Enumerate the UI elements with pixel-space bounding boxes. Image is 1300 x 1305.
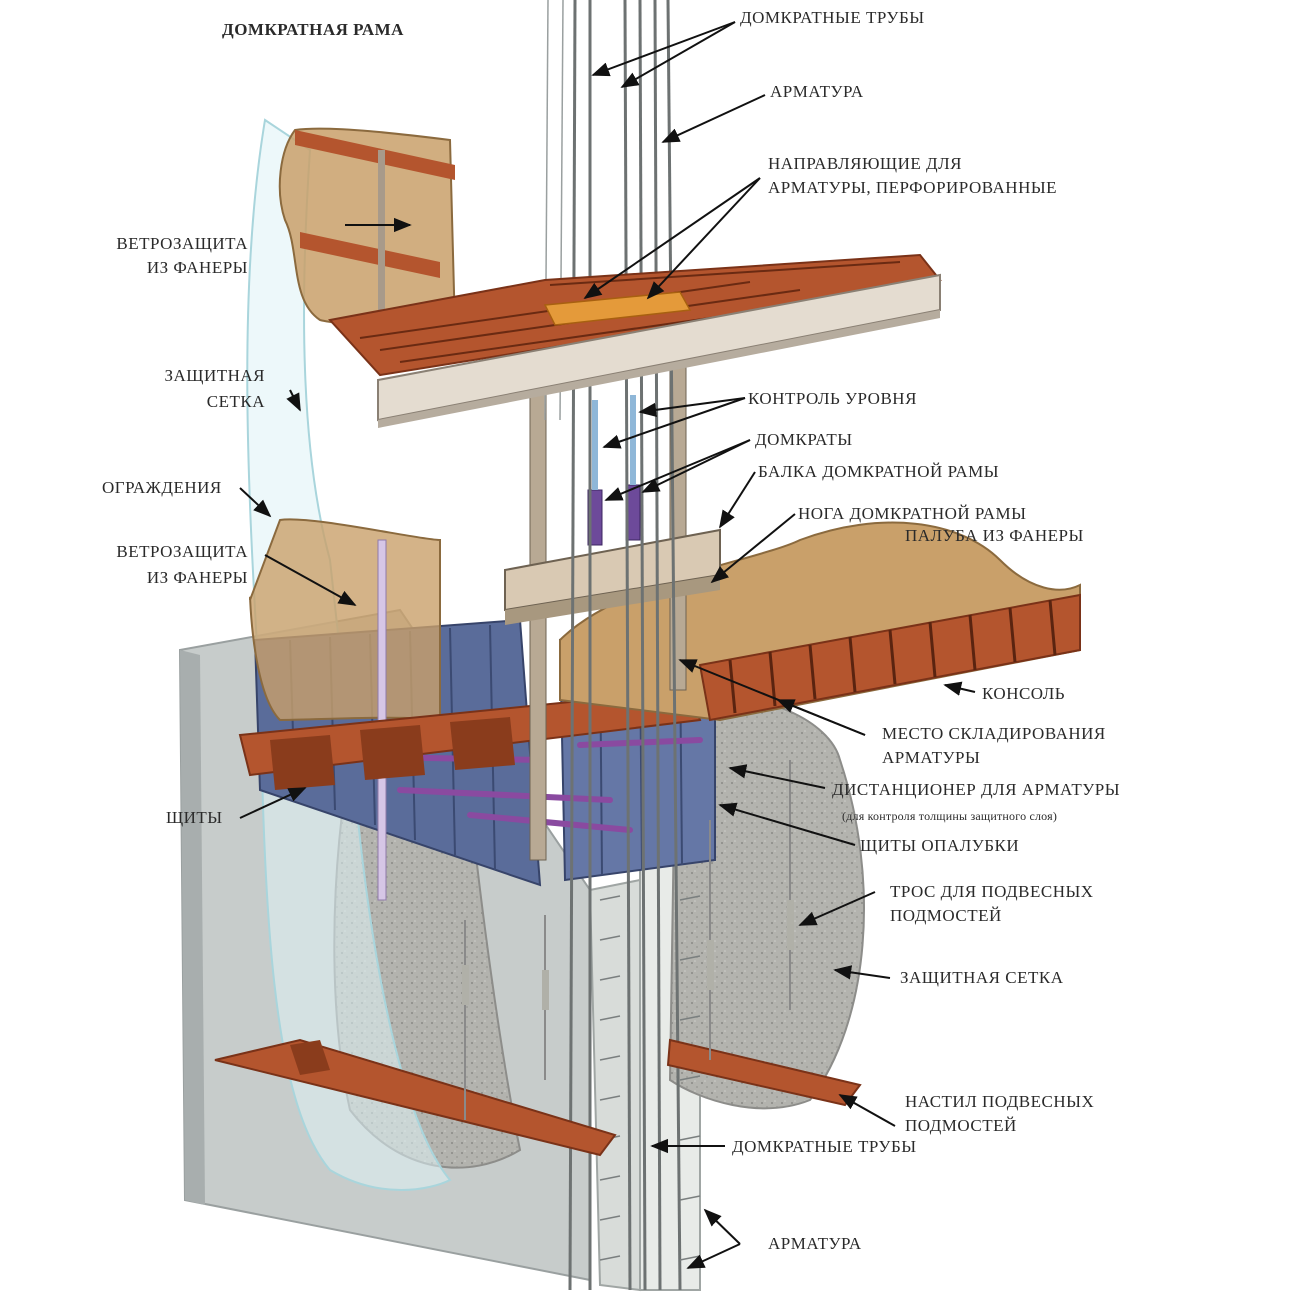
label-wind-screen-mid-line1: ВЕТРОЗАЩИТА — [116, 542, 248, 561]
label-jack-beam: БАЛКА ДОМКРАТНОЙ РАМЫ — [758, 462, 1000, 481]
label-rebar-guides-line2: АРМАТУРЫ, ПЕРФОРИРОВАННЫЕ — [768, 178, 1058, 197]
label-wind-screen-top-line1: ВЕТРОЗАЩИТА — [116, 234, 248, 253]
label-net-right: ЗАЩИТНАЯ СЕТКА — [900, 968, 1064, 987]
protective-mesh — [246, 118, 452, 1191]
label-rebar-bottom: АРМАТУРА — [768, 1234, 862, 1253]
label-rebar-top: АРМАТУРА — [770, 82, 864, 101]
label-rebar-storage-line2: АРМАТУРЫ — [882, 748, 981, 767]
label-jack-leg: НОГА ДОМКРАТНОЙ РАМЫ — [798, 504, 1027, 523]
label-panels: ЩИТЫ — [166, 808, 223, 827]
label-hanging-deck-line2: ПОДМОСТЕЙ — [905, 1116, 1017, 1135]
jack-frame — [504, 359, 721, 861]
safety-net-right — [668, 697, 865, 1110]
concrete-wall-shade — [180, 650, 205, 1205]
label-rebar-storage-line1: МЕСТО СКЛАДИРОВАНИЯ — [882, 724, 1106, 743]
label-spacer-line2: (для контроля толщины защитного слоя) — [842, 809, 1058, 823]
label-net-left-line2: СЕТКА — [206, 392, 265, 411]
label-net-left-line1: ЗАЩИТНАЯ — [164, 366, 265, 385]
label-jack-pipes-bottom: ДОМКРАТНЫЕ ТРУБЫ — [732, 1137, 917, 1156]
label-jacks: ДОМКРАТЫ — [755, 430, 853, 449]
label-cable-line1: ТРОС ДЛЯ ПОДВЕСНЫХ — [890, 882, 1094, 901]
label-console: КОНСОЛЬ — [982, 684, 1066, 703]
label-wind-screen-top-line2: ИЗ ФАНЕРЫ — [146, 258, 248, 277]
concrete-column — [588, 878, 641, 1292]
label-plywood-deck: ПАЛУБА ИЗ ФАНЕРЫ — [905, 526, 1084, 545]
label-spacer-line1: ДИСТАНЦИОНЕР ДЛЯ АРМАТУРЫ — [832, 780, 1121, 799]
label-jack-pipes-top: ДОМКРАТНЫЕ ТРУБЫ — [740, 8, 925, 27]
label-formwork-panels: ЩИТЫ ОПАЛУБКИ — [860, 836, 1020, 855]
wind-screen-upper-post — [378, 150, 385, 370]
console-joists — [698, 593, 1081, 722]
label-rebar-guides-line1: НАПРАВЛЯЮЩИЕ ДЛЯ — [768, 154, 962, 173]
label-railing: ОГРАЖДЕНИЯ — [102, 478, 222, 497]
rebar-guides — [543, 291, 692, 326]
label-wind-screen-mid-line2: ИЗ ФАНЕРЫ — [146, 568, 248, 587]
label-hanging-deck-line1: НАСТИЛ ПОДВЕСНЫХ — [905, 1092, 1095, 1111]
label-cable-line2: ПОДМОСТЕЙ — [890, 906, 1002, 925]
diagram-title: ДОМКРАТНАЯ РАМА — [222, 20, 404, 39]
label-level-control: КОНТРОЛЬ УРОВНЯ — [748, 389, 917, 408]
wind-screen-lower — [249, 518, 441, 722]
